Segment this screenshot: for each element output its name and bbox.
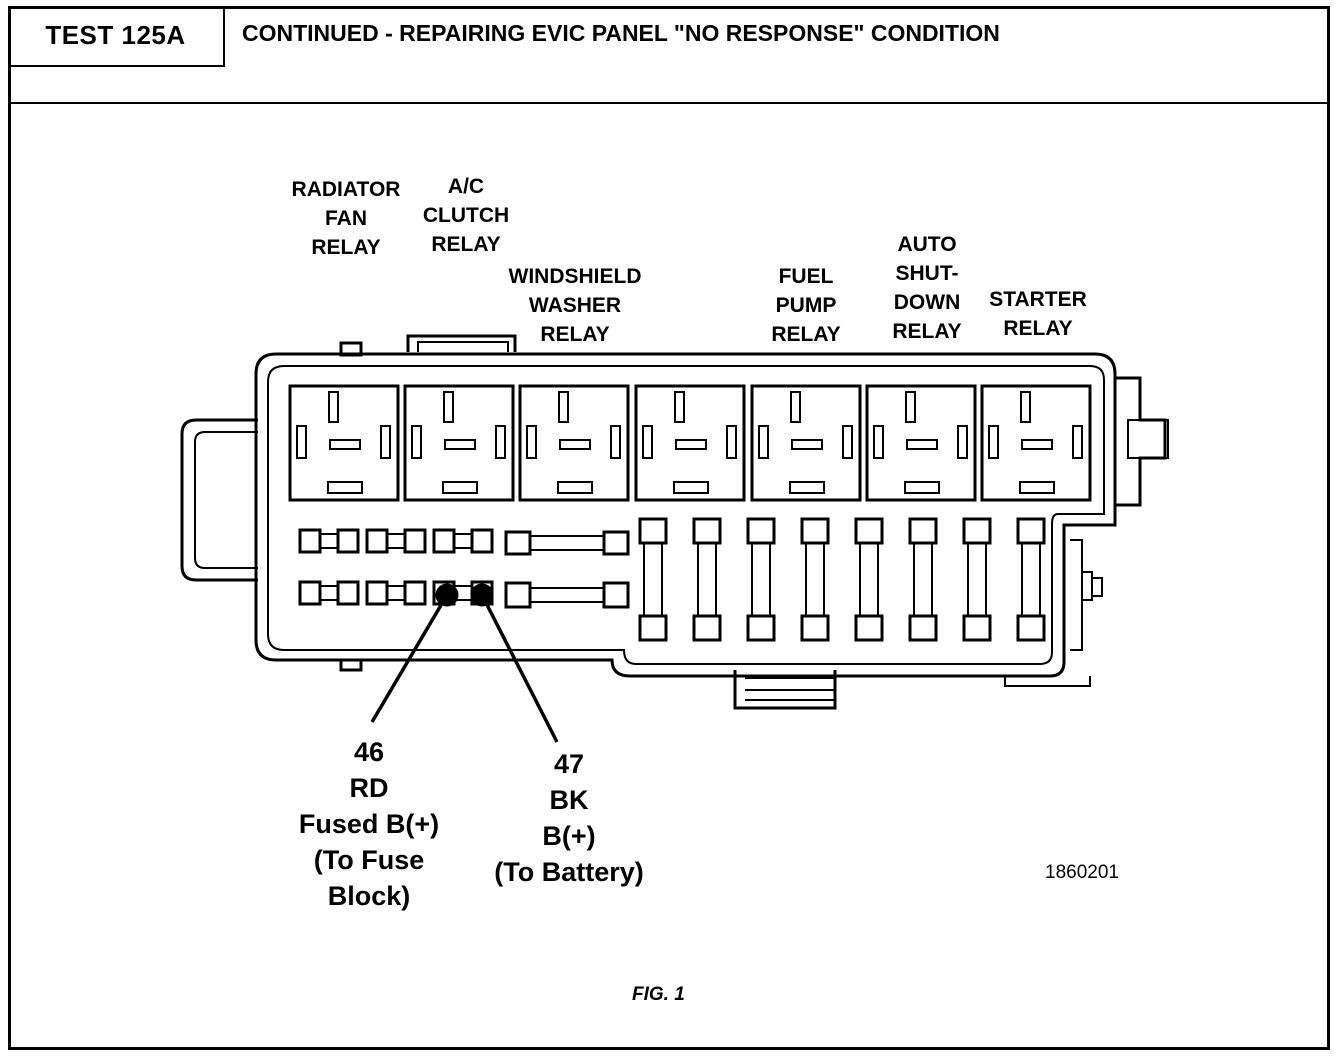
test-number-box: TEST 125A (8, 6, 225, 67)
mini-fuse-1 (298, 528, 360, 554)
maxi-fuse-1 (638, 517, 668, 642)
maxi-fuse-8 (1016, 517, 1046, 642)
relay-socket-3 (518, 384, 630, 502)
relay-socket-7 (980, 384, 1092, 502)
header-divider (8, 102, 1330, 104)
maxi-fuse-3 (746, 517, 776, 642)
right-side-connector (1115, 376, 1167, 507)
relay-socket-4 (634, 384, 746, 502)
maxi-fuse-4 (800, 517, 830, 642)
page-title: CONTINUED - REPAIRING EVIC PANEL "NO RES… (242, 20, 1000, 46)
callout-wire-47: 47 BK B(+) (To Battery) (494, 749, 644, 887)
mini-fuse-3 (365, 528, 427, 554)
label-windshield-washer-relay: WINDSHIELD WASHER RELAY (508, 265, 642, 346)
label-radiator-fan-relay: RADIATOR FAN RELAY (291, 178, 401, 259)
maxi-fuse-5 (854, 517, 884, 642)
mini-fuse-2 (298, 580, 360, 606)
maxi-fuse-7 (962, 517, 992, 642)
long-fuse-lower (504, 581, 630, 609)
relay-socket-1 (288, 384, 400, 502)
bottom-tab-left (339, 658, 363, 672)
housing-inner (267, 365, 1105, 665)
maxi-fuse-6 (908, 517, 938, 642)
relay-socket-2 (403, 384, 515, 502)
mini-fuse-4 (365, 580, 427, 606)
maxi-fuse-2 (692, 517, 722, 642)
label-starter-relay: STARTER RELAY (989, 288, 1087, 340)
relay-socket-6 (865, 384, 977, 502)
top-tab-center (406, 334, 517, 352)
callout-wire-46: 46 RD Fused B(+) (To Fuse Block) (298, 737, 440, 911)
housing-outer (254, 352, 1117, 678)
page-frame (8, 6, 1330, 1050)
relay-socket-5 (750, 384, 862, 502)
figure-number: 1860201 (1045, 862, 1119, 883)
label-ac-clutch-relay: A/C CLUTCH RELAY (422, 175, 510, 256)
label-auto-shutdown-relay: AUTO SHUT- DOWN RELAY (892, 233, 962, 343)
leader-line-46 (370, 594, 449, 723)
mini-fuse-5 (432, 528, 494, 554)
label-fuel-pump-relay: FUEL PUMP RELAY (771, 265, 841, 346)
left-mounting-bracket (180, 418, 258, 582)
figure-caption: FIG. 1 (632, 984, 685, 1005)
long-fuse-upper (504, 530, 630, 556)
bottom-right-clip (1004, 676, 1091, 687)
leader-line-47 (480, 594, 559, 743)
